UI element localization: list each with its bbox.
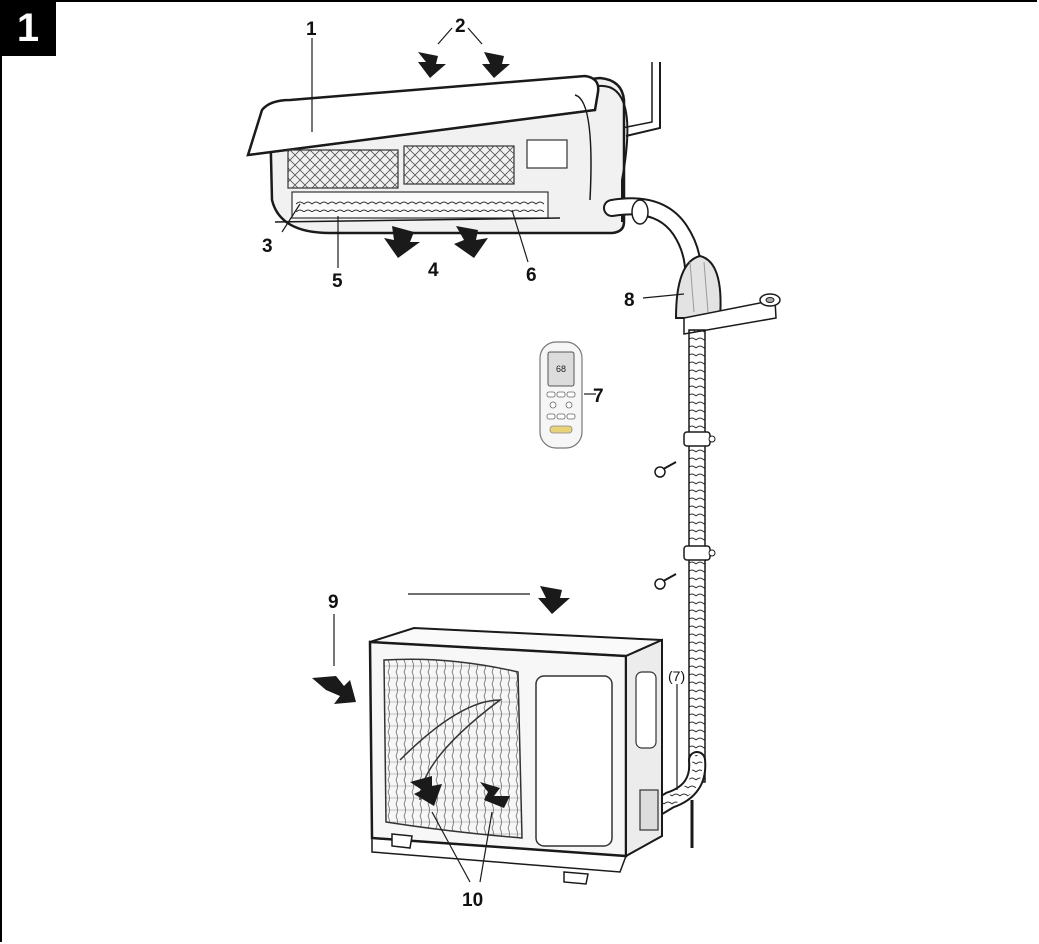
- wall-pipe: [625, 62, 661, 137]
- callout-8: 8: [624, 290, 635, 311]
- air-filter-right: [403, 145, 515, 185]
- airflow-arrow-icon: [410, 776, 442, 806]
- side-panel: [535, 675, 613, 847]
- display-window: [526, 139, 568, 169]
- screw-icon: [654, 573, 677, 590]
- leader-line-8: [642, 293, 685, 299]
- callout-9: 9: [328, 592, 339, 613]
- callout-10: 10: [462, 890, 483, 911]
- figure-number-badge: 1: [0, 0, 56, 56]
- wall-sleeve: [674, 254, 722, 319]
- callout-6: 6: [526, 265, 537, 286]
- pipe-clip-icon: [683, 545, 716, 561]
- airflow-arrow-icon: [312, 676, 356, 704]
- outdoor-unit: [368, 626, 663, 885]
- service-valves: [639, 789, 659, 831]
- front-panel: [246, 74, 600, 157]
- leader-line-3: [281, 203, 301, 233]
- air-filter-left: [287, 149, 399, 189]
- handle: [635, 671, 657, 749]
- leader-line-6: [511, 209, 529, 263]
- callout-2: 2: [455, 16, 466, 37]
- callout-7: 7: [593, 386, 604, 407]
- airflow-arrow-icon: [384, 226, 420, 258]
- remote-display-text: 68: [556, 364, 566, 374]
- callout-3: 3: [262, 236, 273, 257]
- remote-control: 68: [539, 341, 583, 449]
- airflow-arrow-icon: [418, 52, 446, 78]
- airflow-arrow-icon: [480, 782, 510, 808]
- screw-icon: [654, 461, 677, 478]
- airflow-arrow-icon: [482, 52, 510, 78]
- callout-5: 5: [332, 271, 343, 292]
- callout-4: 4: [428, 260, 439, 281]
- callout-7-paren: (7): [668, 668, 685, 684]
- connecting-hose: [603, 197, 781, 848]
- indoor-unit: [246, 62, 661, 235]
- leader-line-10: [431, 811, 493, 883]
- leader-line-2: [437, 27, 483, 45]
- airflow-arrow-icon: [454, 226, 488, 258]
- fan-grille: [383, 658, 523, 839]
- callout-1: 1: [306, 19, 317, 40]
- pipe-clip-icon: [683, 431, 716, 447]
- airflow-arrow-icon: [538, 586, 570, 614]
